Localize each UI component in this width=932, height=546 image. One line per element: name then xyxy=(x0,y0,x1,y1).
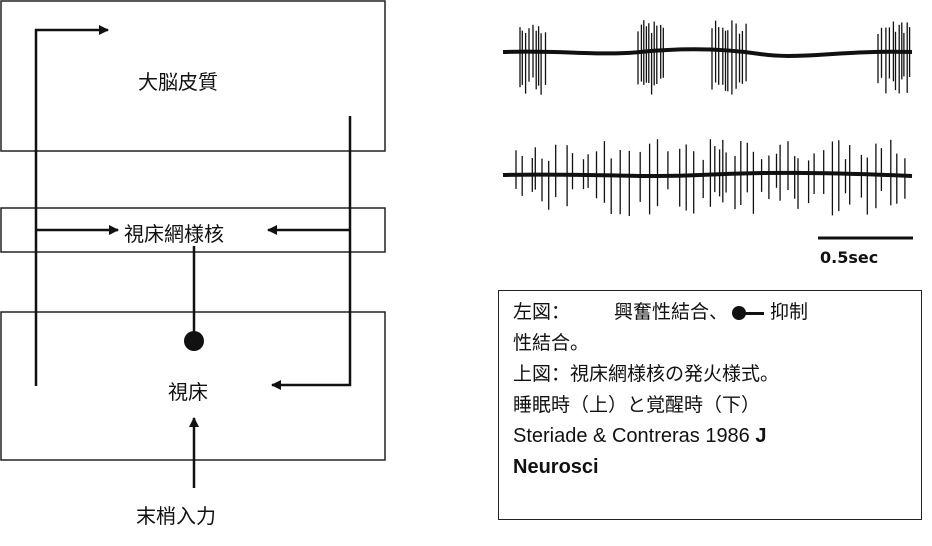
sleep-firing-trace xyxy=(502,20,913,95)
caption-inhibitory: 抑制 xyxy=(770,301,809,323)
wake-firing-trace xyxy=(502,139,913,216)
inhibitory-symbol-icon xyxy=(732,306,766,320)
inhibitory-terminal xyxy=(184,331,204,351)
wake-trace-baseline xyxy=(502,170,913,178)
scale-label: 0.5sec xyxy=(820,248,879,267)
thalamocortical-path xyxy=(34,25,109,386)
citation-journal-j: J xyxy=(755,425,767,447)
caption-excitatory: 興奮性結合、 xyxy=(614,301,729,323)
caption-box: 左図： 興奮性結合、 抑制 性結合。 上図：視床網様核の発火様式。 睡眠時（上）と覚… xyxy=(498,290,922,520)
peripheral-input-label: 末梢入力 xyxy=(136,504,216,528)
citation-authors: Steriade & Contreras 1986 xyxy=(513,425,750,447)
reticular-nucleus-label: 視床網様核 xyxy=(124,222,224,246)
sleep-trace-baseline xyxy=(502,47,913,58)
caption-line-3: 上図：視床網様核の発火様式。 xyxy=(513,363,780,385)
caption-line-2: 性結合。 xyxy=(513,332,590,354)
thalamus-label: 視床 xyxy=(168,380,208,404)
caption-line-1: 左図： 興奮性結合、 抑制 xyxy=(513,297,907,328)
cortex-box xyxy=(0,0,386,152)
caption-citation: Steriade & Contreras 1986 J xyxy=(513,421,907,452)
corticothalamic-path xyxy=(271,116,352,390)
caption-left-figure: 左図： xyxy=(513,301,571,323)
cortex-label: 大脳皮質 xyxy=(138,70,218,94)
caption-line-4: 睡眠時（上）と覚醒時（下） xyxy=(513,394,761,416)
citation-journal: Neurosci xyxy=(513,456,599,478)
